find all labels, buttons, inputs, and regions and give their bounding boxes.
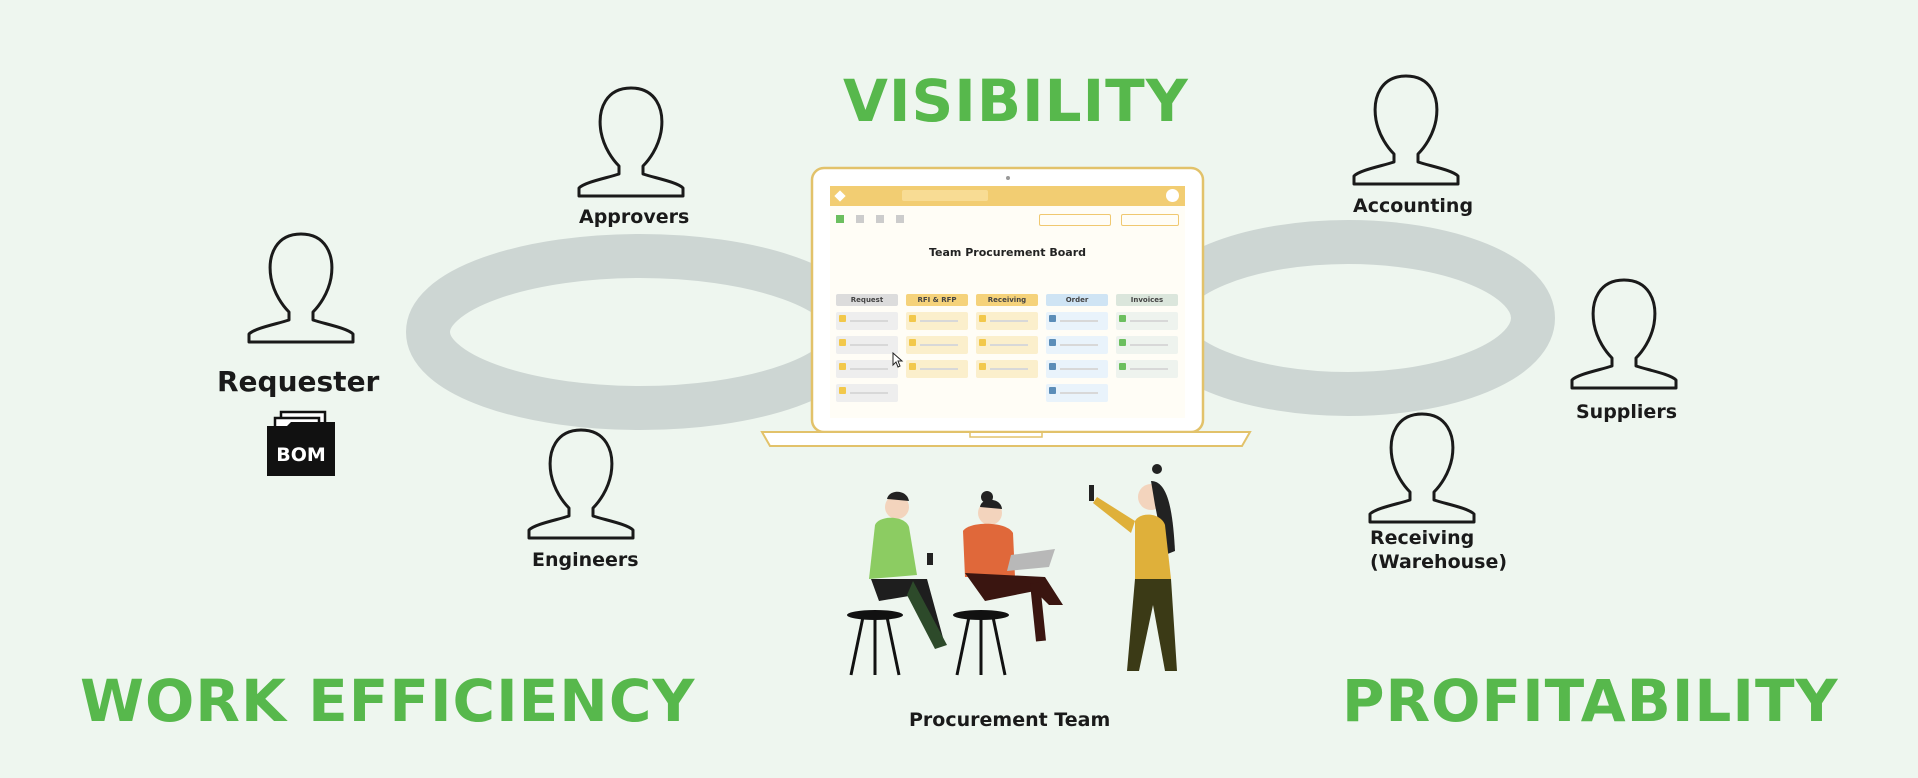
- board-card: [836, 336, 898, 354]
- card-tag-icon: [1119, 363, 1126, 370]
- card-text-placeholder: [850, 320, 888, 322]
- board-card: [836, 312, 898, 330]
- card-tag-icon: [979, 315, 986, 322]
- receiving-label-line1: Receiving: [1370, 527, 1475, 549]
- card-tag-icon: [839, 339, 846, 346]
- procurement-board-screen: Team Procurement Board Request RFI & RFP R…: [830, 186, 1185, 418]
- board-title: Team Procurement Board: [928, 246, 1086, 259]
- card-tag-icon: [909, 339, 916, 346]
- headline-work-efficiency: WORK EFFICIENCY: [80, 667, 696, 735]
- board-card: [1046, 336, 1108, 354]
- card-text-placeholder: [1060, 344, 1098, 346]
- board-card: [1116, 312, 1178, 330]
- procurement-team-label: Procurement Team: [909, 709, 1111, 731]
- card-tag-icon: [1049, 315, 1056, 322]
- board-column-header: Request: [836, 294, 898, 306]
- card-text-placeholder: [920, 320, 958, 322]
- board-column: Request: [836, 294, 898, 402]
- board-column: Receiving: [976, 294, 1038, 399]
- card-tag-icon: [909, 363, 916, 370]
- card-text-placeholder: [850, 368, 888, 370]
- receiving-label-line2: (Warehouse): [1370, 550, 1508, 573]
- board-card: [1046, 360, 1108, 378]
- board-column-header: Receiving: [976, 294, 1038, 306]
- board-card: [976, 312, 1038, 330]
- card-text-placeholder: [1130, 320, 1168, 322]
- board-card: [1046, 384, 1108, 402]
- card-tag-icon: [979, 363, 986, 370]
- board-card: [906, 336, 968, 354]
- accounting-person-icon: [1348, 70, 1464, 188]
- board-toolbar: [836, 214, 1179, 226]
- board-card: [1046, 312, 1108, 330]
- card-tag-icon: [1049, 339, 1056, 346]
- board-card: [1116, 336, 1178, 354]
- suppliers-label: Suppliers: [1576, 401, 1678, 423]
- app-search-bar: [902, 190, 988, 201]
- board-column-header: Order: [1046, 294, 1108, 306]
- app-logo-icon: [834, 190, 846, 202]
- board-column-header: RFI & RFP: [906, 294, 968, 306]
- card-tag-icon: [1119, 339, 1126, 346]
- board-column: RFI & RFP: [906, 294, 968, 399]
- bom-label: BOM: [276, 444, 326, 466]
- card-text-placeholder: [920, 368, 958, 370]
- board-column: Invoices: [1116, 294, 1178, 399]
- bom-folder-icon: BOM: [267, 410, 335, 476]
- card-text-placeholder: [850, 392, 888, 394]
- card-text-placeholder: [850, 344, 888, 346]
- approvers-person-icon: [573, 82, 689, 200]
- card-tag-icon: [839, 315, 846, 322]
- board-column-header: Invoices: [1116, 294, 1178, 306]
- board-card: [1116, 360, 1178, 378]
- board-card: [906, 360, 968, 378]
- card-text-placeholder: [1060, 320, 1098, 322]
- card-text-placeholder: [990, 320, 1028, 322]
- board-card: [976, 336, 1038, 354]
- card-text-placeholder: [1130, 344, 1168, 346]
- card-text-placeholder: [920, 344, 958, 346]
- card-text-placeholder: [1130, 368, 1168, 370]
- board-card: [906, 312, 968, 330]
- app-header-bar: [830, 186, 1185, 206]
- card-tag-icon: [979, 339, 986, 346]
- card-tag-icon: [1049, 387, 1056, 394]
- engineers-label: Engineers: [532, 549, 639, 571]
- engineers-person-icon: [523, 424, 639, 542]
- card-text-placeholder: [990, 368, 1028, 370]
- receiving-label: Receiving (Warehouse): [1370, 527, 1507, 575]
- accounting-label: Accounting: [1353, 195, 1474, 217]
- receiving-person-icon: [1364, 408, 1480, 526]
- card-tag-icon: [839, 363, 846, 370]
- laptop-base: [760, 430, 1252, 448]
- cursor-icon: [892, 351, 904, 372]
- procurement-team-illustration: [835, 455, 1195, 680]
- laptop-icon: Team Procurement Board Request RFI & RFP R…: [810, 166, 1205, 432]
- suppliers-person-icon: [1566, 274, 1682, 392]
- board-card: [976, 360, 1038, 378]
- card-text-placeholder: [1060, 392, 1098, 394]
- card-text-placeholder: [990, 344, 1028, 346]
- card-tag-icon: [909, 315, 916, 322]
- headline-profitability: PROFITABILITY: [1342, 667, 1839, 735]
- approvers-label: Approvers: [579, 206, 690, 228]
- card-tag-icon: [839, 387, 846, 394]
- card-tag-icon: [1049, 363, 1056, 370]
- card-tag-icon: [1119, 315, 1126, 322]
- board-card: [836, 384, 898, 402]
- user-avatar: [1166, 189, 1179, 202]
- requester-person-icon: [243, 228, 359, 346]
- board-card: [836, 360, 898, 378]
- board-column: Order: [1046, 294, 1108, 402]
- headline-visibility: VISIBILITY: [843, 67, 1189, 135]
- card-text-placeholder: [1060, 368, 1098, 370]
- requester-label: Requester: [217, 365, 380, 398]
